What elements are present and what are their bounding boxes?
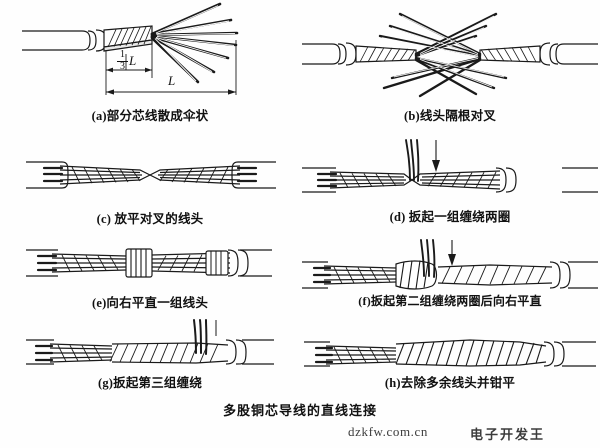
panel-b: (b)线头隔根对叉 bbox=[300, 0, 600, 130]
fraction-bar bbox=[117, 60, 128, 62]
panel-h-caption: (h)去除多余线头并钳平 bbox=[384, 376, 516, 390]
figure-title: 多股铜芯导线的直线连接 bbox=[222, 403, 377, 418]
panel-g-illustration bbox=[26, 319, 274, 365]
panel-h: (h)去除多余线头并钳平 bbox=[300, 320, 600, 400]
panel-c: (c) 放平对叉的线头 bbox=[0, 150, 300, 230]
panel-d-caption: (d) 扳起一组缠绕两圈 bbox=[389, 210, 511, 224]
fraction-numerator: 1 bbox=[120, 49, 125, 60]
panel-f: (f)扳起第二组缠绕两圈后向右平直 bbox=[300, 239, 600, 320]
watermark-url: dzkfw.com.cn bbox=[348, 424, 428, 439]
panel-c-illustration bbox=[26, 161, 276, 189]
panel-a-illustration bbox=[22, 2, 239, 95]
panel-g-caption: (g)扳起第三组缠绕 bbox=[97, 376, 203, 390]
dimension-label-full-l: L bbox=[168, 73, 176, 88]
fraction-denominator: 3 bbox=[120, 60, 125, 72]
panel-b-caption: (b)线头隔根对叉 bbox=[403, 109, 497, 123]
panel-b-illustration bbox=[302, 12, 598, 98]
panel-c-caption: (c) 放平对叉的线头 bbox=[96, 212, 204, 226]
panel-d-illustration bbox=[302, 139, 598, 193]
panel-a-caption: (a)部分芯线散成伞状 bbox=[91, 109, 209, 123]
panel-f-caption: (f)扳起第二组缠绕两圈后向右平直 bbox=[358, 294, 542, 308]
panel-h-illustration bbox=[304, 339, 596, 367]
panel-g: (g)扳起第三组缠绕 bbox=[0, 319, 300, 400]
panel-e: (e)向右平直一组线头 bbox=[0, 240, 300, 320]
panel-e-caption: (e)向右平直一组线头 bbox=[91, 296, 209, 310]
panel-a: 1 3 L L (a)部分芯线散成伞状 bbox=[0, 0, 300, 130]
fraction-length-symbol: L bbox=[129, 53, 137, 68]
panel-f-illustration bbox=[302, 239, 598, 290]
watermark-brand: 电子开发王 bbox=[470, 427, 546, 442]
panel-d: (d) 扳起一组缠绕两圈 bbox=[300, 139, 600, 230]
panel-e-illustration bbox=[26, 248, 272, 278]
